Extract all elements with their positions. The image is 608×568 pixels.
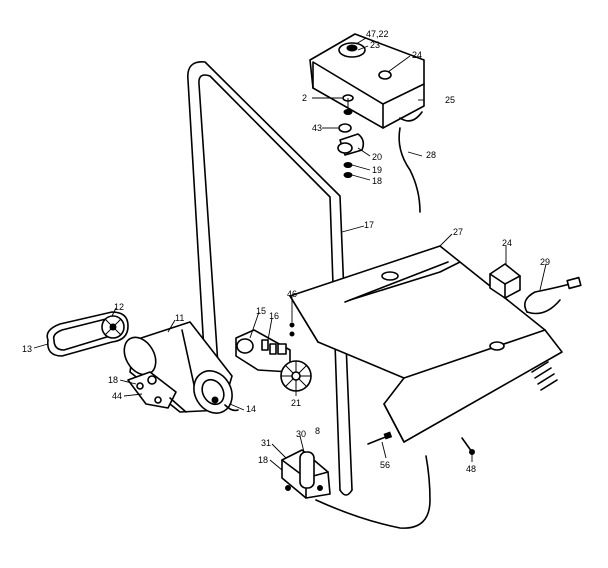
callout-2: 2 [302,93,308,103]
callout-16: 16 [269,311,280,321]
callout-56: 56 [380,460,391,470]
callout-17: 17 [364,220,375,230]
pump-head [235,322,295,373]
fan-wheel [280,360,312,392]
callout-23: 23 [370,40,381,50]
callout-48: 48 [466,464,477,474]
callout-27: 27 [453,227,464,237]
callout-11: 11 [175,313,185,323]
screw-56 [367,431,393,445]
callout-25: 25 [445,95,456,105]
callout-12: 12 [114,302,125,312]
rocker-switch [489,263,521,299]
main-housing [289,245,563,443]
callout-18-top: 18 [372,176,383,186]
callout-47-22: 47,22 [366,29,389,39]
callout-18-left: 18 [108,375,119,385]
callout-43: 43 [312,123,323,133]
callout-21: 21 [291,398,302,408]
callout-31: 31 [261,438,272,448]
handle-tube [187,61,353,496]
power-cord [524,276,582,315]
callout-15: 15 [256,306,267,316]
callout-8: 8 [315,426,321,436]
callout-30: 30 [296,429,307,439]
callout-28: 28 [426,150,437,160]
control-cable [398,127,421,213]
hose [315,455,431,529]
control-box [309,33,425,129]
callout-44: 44 [112,391,123,401]
motor-mount [127,371,187,413]
callout-24-switch: 24 [502,238,513,248]
callout-13: 13 [22,344,33,354]
callout-46: 46 [287,289,298,299]
foot-bracket [281,449,331,499]
callout-19: 19 [372,165,383,175]
screw-48 [461,437,475,455]
callout-18-bottom: 18 [258,455,269,465]
leader-lines [33,37,547,471]
callout-24-top: 24 [412,50,423,60]
callout-20: 20 [372,152,383,162]
callout-29: 29 [540,257,551,267]
callout-14: 14 [246,404,257,414]
control-hardware-stack [337,94,365,178]
belt-pulley [46,311,129,357]
